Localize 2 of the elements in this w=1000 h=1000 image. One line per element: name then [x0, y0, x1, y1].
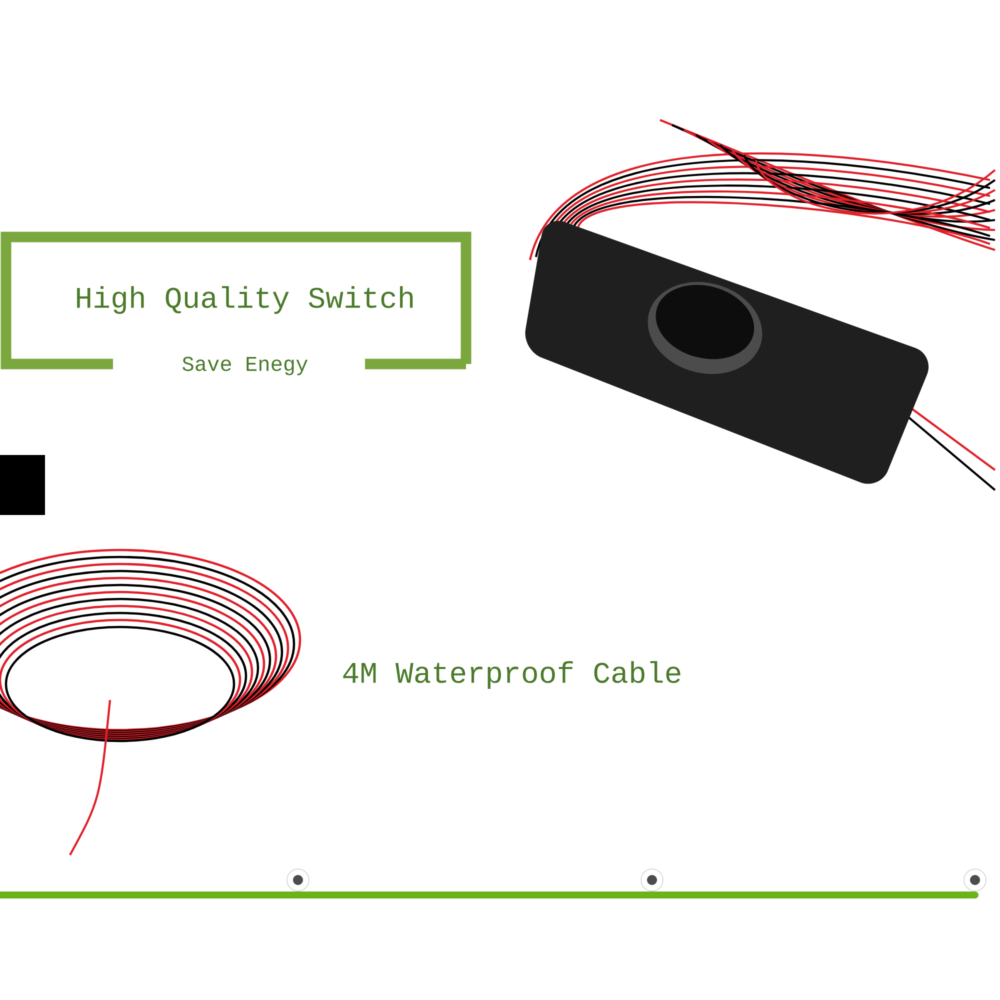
title-frame: High Quality Switch Save Enegy — [0, 232, 472, 376]
caption-text: 4M Waterproof Cable — [343, 661, 680, 689]
